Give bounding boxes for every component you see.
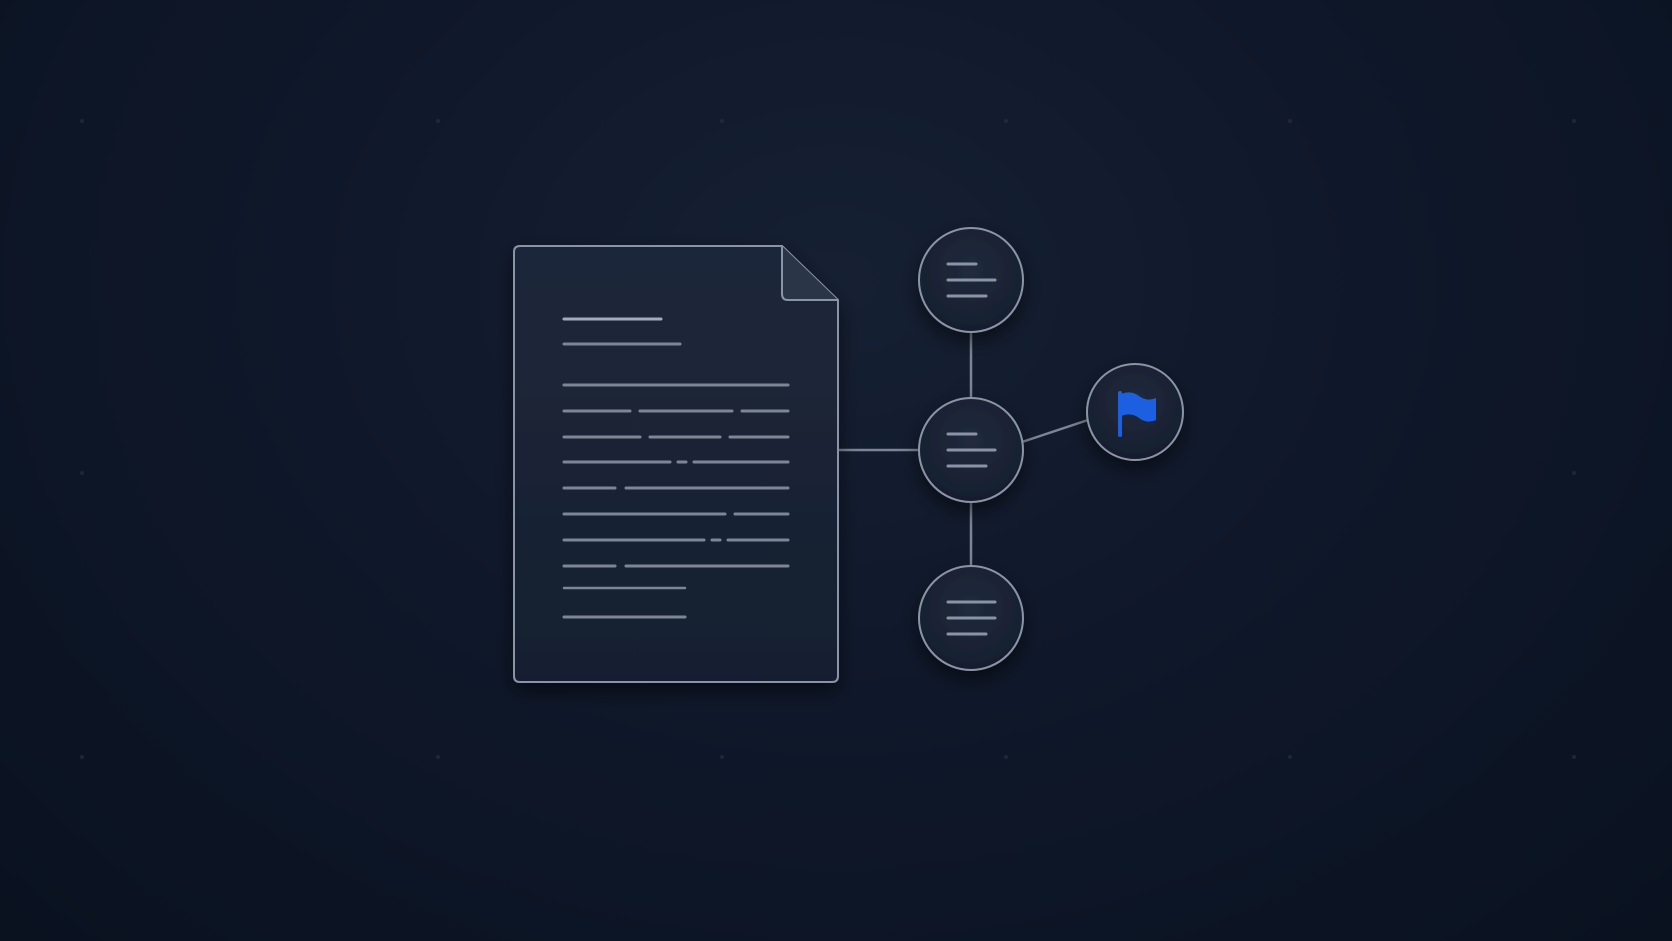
flag-icon — [1118, 391, 1156, 437]
text-lines-icon — [946, 432, 997, 468]
document-sheet — [513, 245, 839, 683]
node-bottom — [918, 565, 1024, 671]
node-top — [918, 227, 1024, 333]
document-fold — [781, 246, 838, 301]
connector-middle-to-flag — [1021, 418, 1089, 444]
text-lines-icon — [946, 262, 997, 298]
document-icon — [513, 245, 839, 683]
connectors — [838, 332, 1089, 566]
background-grid — [80, 119, 1576, 759]
node-middle — [918, 397, 1024, 503]
text-lines-icon — [946, 600, 997, 636]
node-flag — [1086, 363, 1184, 461]
document-text-lines — [562, 317, 790, 619]
